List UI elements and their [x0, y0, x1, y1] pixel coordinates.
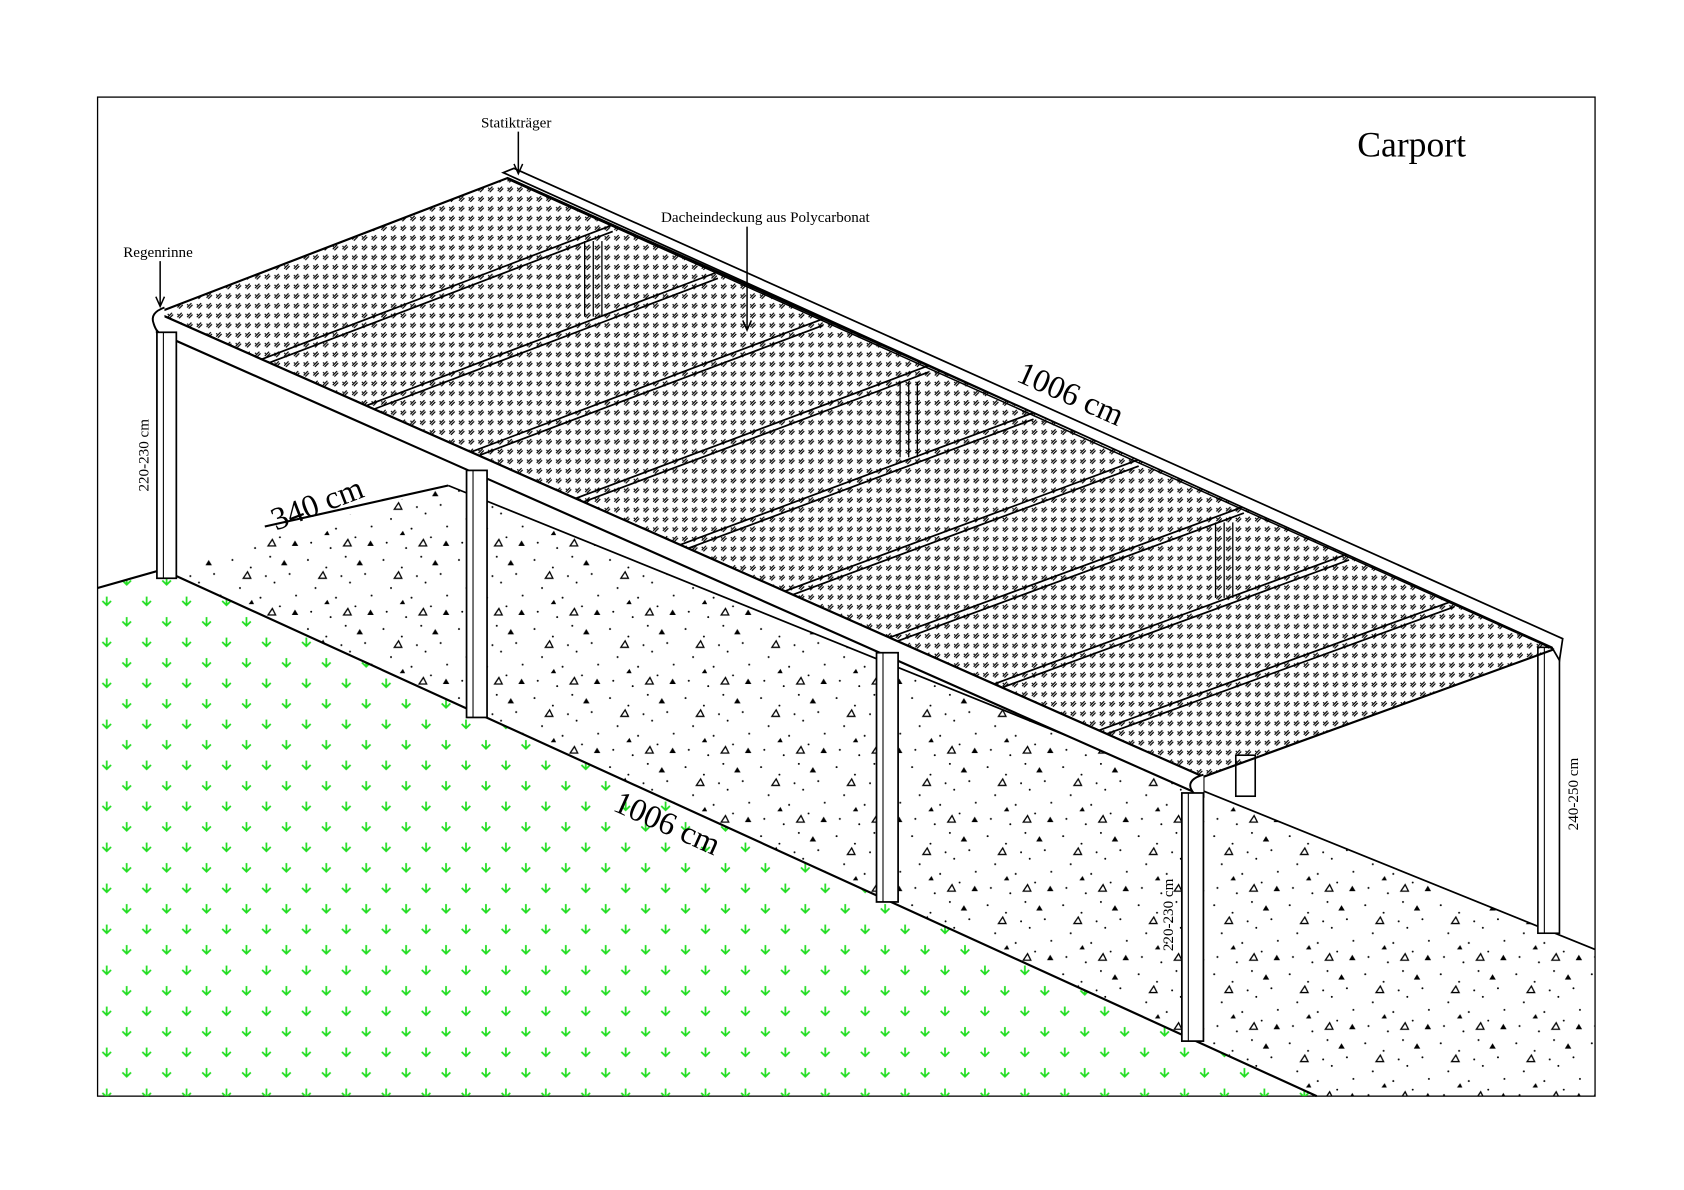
rafter [470, 318, 824, 453]
roofing-arrow-icon [742, 226, 753, 332]
rafter [1098, 599, 1455, 732]
height-front-left-dimension: 220-230 cm [136, 419, 152, 492]
gutter-arrow-icon [155, 261, 166, 309]
static-beam [501, 167, 1564, 663]
height-front-right-dimension: 220-230 cm [1161, 878, 1177, 951]
rafter [993, 552, 1350, 685]
rafter [784, 465, 1139, 599]
gutter-label: Regenrinne [123, 245, 193, 261]
beam-arrow-icon [513, 131, 524, 176]
roofing-label: Dacheindeckung aus Polycarbonat [661, 210, 871, 226]
roof-rafters [261, 224, 1455, 738]
rafter [1098, 606, 1455, 738]
front-posts [156, 331, 1205, 1042]
rafter [365, 271, 719, 407]
rafter [889, 505, 1245, 639]
grass-area [97, 569, 1317, 1097]
rafter [784, 458, 1139, 593]
rafter [261, 224, 614, 361]
back-ground-line [447, 484, 1596, 951]
width-dimension-line [264, 484, 449, 528]
beam-label: Statikträger [481, 115, 551, 131]
rafter [679, 411, 1034, 546]
roof-supports [583, 241, 1234, 598]
rafter [261, 230, 614, 367]
rafter [575, 371, 929, 506]
annotation-arrows [155, 131, 753, 332]
rafter [679, 418, 1034, 553]
rafter [889, 512, 1245, 645]
rafter [993, 559, 1350, 692]
rafter [575, 364, 929, 500]
drawing-title: Carport [1357, 124, 1466, 164]
height-back-dimension: 240-250 cm [1566, 758, 1582, 831]
back-posts [1234, 646, 1561, 935]
rafter [365, 277, 719, 413]
rafter [470, 324, 824, 460]
